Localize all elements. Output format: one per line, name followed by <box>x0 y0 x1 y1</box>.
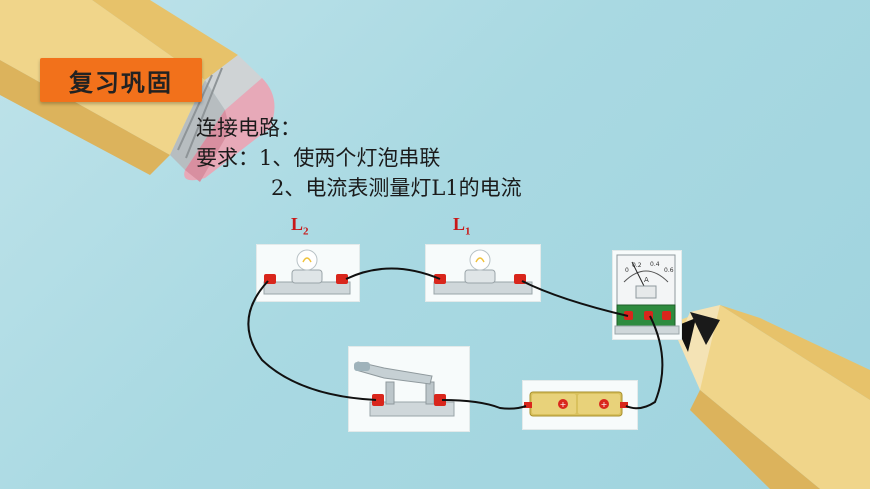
bulb-l1-label-main: L <box>453 214 466 234</box>
battery-pack: + + <box>524 391 628 417</box>
bulb-l1-label: L1 <box>453 214 471 238</box>
bulb-l2 <box>263 249 351 295</box>
ammeter-scale-1: 0.2 <box>632 262 642 269</box>
ammeter-scale-2: 0.4 <box>650 261 660 268</box>
slide-title: 复习巩固 <box>40 58 202 102</box>
bulb-l1 <box>433 249 533 295</box>
requirement-2: 2、电流表测量灯L1的电流 <box>271 176 522 200</box>
terminal <box>372 394 384 406</box>
terminal <box>620 402 628 408</box>
bulb-l2-label-main: L <box>291 214 304 234</box>
bottom-pencil <box>676 305 870 489</box>
wire-l2-switch <box>247 280 377 401</box>
terminal <box>524 402 532 408</box>
knife-switch <box>354 361 455 417</box>
ammeter-scale-3: 0.6 <box>664 267 674 274</box>
requirement-1: 要求：1、使两个灯泡串联 <box>196 146 441 170</box>
bulb-l2-label-sub: 2 <box>303 225 309 238</box>
wire-ammeter-battery <box>625 315 664 410</box>
svg-text:+: + <box>560 400 567 409</box>
terminal <box>336 274 348 284</box>
wire-l1-ammeter <box>521 280 629 317</box>
ammeter-scale-0: 0 <box>625 267 629 274</box>
ammeter: 0 0.2 0.4 0.6 A <box>614 254 680 335</box>
terminal <box>434 394 446 406</box>
switch-panel <box>348 346 470 432</box>
wire-switch-battery <box>441 399 527 410</box>
bulb-l2-label: L2 <box>291 214 309 238</box>
terminal <box>662 311 671 320</box>
instruction-heading: 连接电路： <box>196 116 301 140</box>
ammeter-unit: A <box>644 276 649 284</box>
bulb-l1-label-sub: 1 <box>465 225 471 238</box>
wire-l2-l1 <box>345 267 441 280</box>
terminal <box>624 311 633 320</box>
svg-text:+: + <box>601 400 608 409</box>
wires <box>247 267 664 410</box>
